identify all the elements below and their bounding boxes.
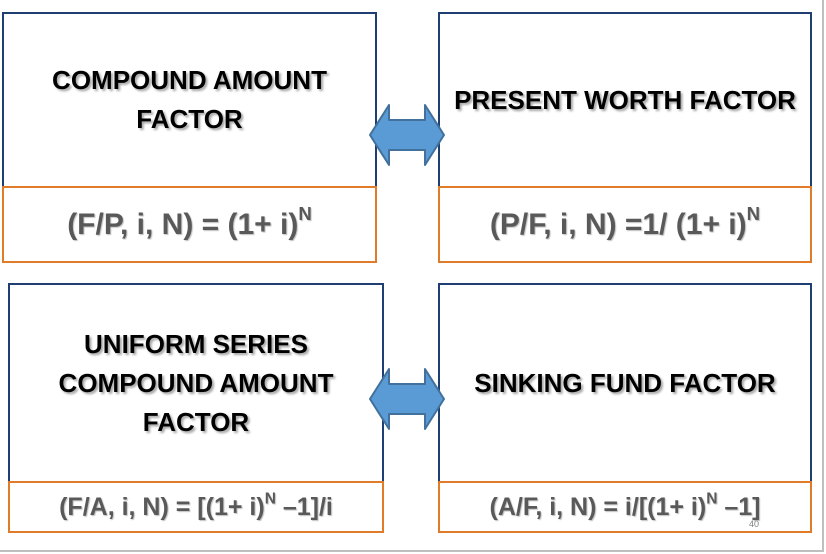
compound-amount-formula-box: (F/P, i, N) = (1+ i)N [2,186,377,263]
formula-text-end: –1] [717,492,761,521]
formula-text: (A/F, i, N) = i/[(1+ i) [489,492,707,521]
formula-text: (P/F, i, N) =1/ (1+ i) [489,207,747,241]
formula-exponent: N [706,489,718,507]
formula-text-end: –1]/i [275,492,333,521]
formula-exponent: N [298,202,312,224]
factor-title: PRESENT WORTH FACTOR [454,84,796,115]
uniform-series-compound-amount-factor-box: UNIFORM SERIES COMPOUND AMOUNT FACTOR [8,283,384,483]
formula-exponent: N [264,489,276,507]
factor-title: SINKING FUND FACTOR [474,367,776,398]
formula-text: (F/A, i, N) = [(1+ i) [59,492,265,521]
sinking-fund-formula-box: (A/F, i, N) = i/[(1+ i)N –1] [438,481,812,533]
factor-formula: (P/F, i, N) =1/ (1+ i)N [489,204,760,242]
double-arrow-icon [369,368,445,430]
page-number: 40 [749,519,760,529]
double-arrow-icon [369,104,445,166]
factor-title: COMPOUND AMOUNT FACTOR [52,65,327,134]
sinking-fund-factor-box: SINKING FUND FACTOR [438,283,812,483]
formula-exponent: N [746,202,761,224]
factor-formula: (A/F, i, N) = i/[(1+ i)N –1] [489,489,761,522]
formula-text: (F/P, i, N) = (1+ i) [67,207,299,241]
present-worth-factor-box: PRESENT WORTH FACTOR [438,12,812,188]
factor-formula: (F/A, i, N) = [(1+ i)N –1]/i [59,489,333,522]
factor-title: UNIFORM SERIES COMPOUND AMOUNT FACTOR [58,328,334,437]
present-worth-formula-box: (P/F, i, N) =1/ (1+ i)N [438,186,812,263]
factor-formula: (F/P, i, N) = (1+ i)N [67,204,312,242]
uniform-series-formula-box: (F/A, i, N) = [(1+ i)N –1]/i [8,481,384,533]
compound-amount-factor-box: COMPOUND AMOUNT FACTOR [2,12,377,188]
